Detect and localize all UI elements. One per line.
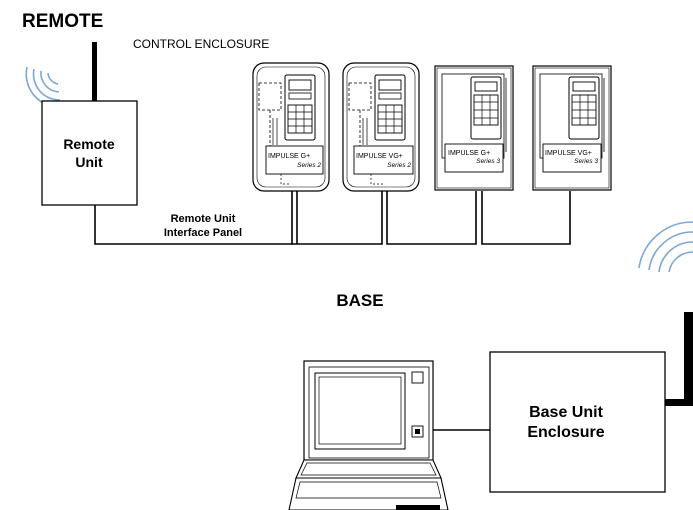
drive-keypad-icon <box>284 74 316 141</box>
drive1-series: Series 2 <box>297 162 321 169</box>
drive2-model: IMPULSE VG+ <box>356 153 403 160</box>
drive4-model: IMPULSE VG+ <box>545 150 592 157</box>
drive-impulse-vg-series3: IMPULSE VG+ Series 3 <box>532 65 612 191</box>
drive3-model: IMPULSE G+ <box>448 150 490 157</box>
drive1-model: IMPULSE G+ <box>268 153 310 160</box>
drive-impulse-g-series2: IMPULSE G+ Series 2 <box>252 62 330 192</box>
base-unit-enclosure <box>489 351 666 493</box>
drive-keypad-icon <box>568 76 600 140</box>
interface-panel-label-line1: Remote Unit <box>171 213 236 225</box>
base-wireless-signal-icon <box>638 221 693 273</box>
remote-unit-box <box>41 100 138 206</box>
drive-impulse-g-series3: IMPULSE G+ Series 3 <box>434 65 514 191</box>
remote-unit-label-line1: Remote <box>63 136 115 152</box>
interface-panel-label-line2: Interface Panel <box>164 227 242 239</box>
base-antenna-cable <box>665 399 693 406</box>
remote-title: REMOTE <box>22 11 103 32</box>
drive-keypad-icon <box>470 76 502 140</box>
base-unit-label-line2: Enclosure <box>527 424 604 441</box>
laptop-icon <box>288 360 449 510</box>
drive3-series: Series 3 <box>476 158 500 165</box>
drive-impulse-vg-series2: IMPULSE VG+ Series 2 <box>342 62 420 192</box>
remote-unit-label-line2: Unit <box>75 154 103 170</box>
drive4-series: Series 3 <box>574 158 598 165</box>
remote-antenna-icon <box>92 42 97 102</box>
base-unit-label-line1: Base Unit <box>529 404 603 421</box>
base-title: BASE <box>336 291 383 310</box>
remote-interface-cable <box>94 191 571 245</box>
control-enclosure-label: CONTROL ENCLOSURE <box>133 37 269 51</box>
base-antenna-icon <box>684 312 693 406</box>
drive2-series: Series 2 <box>387 162 411 169</box>
drive-keypad-icon <box>374 74 406 141</box>
